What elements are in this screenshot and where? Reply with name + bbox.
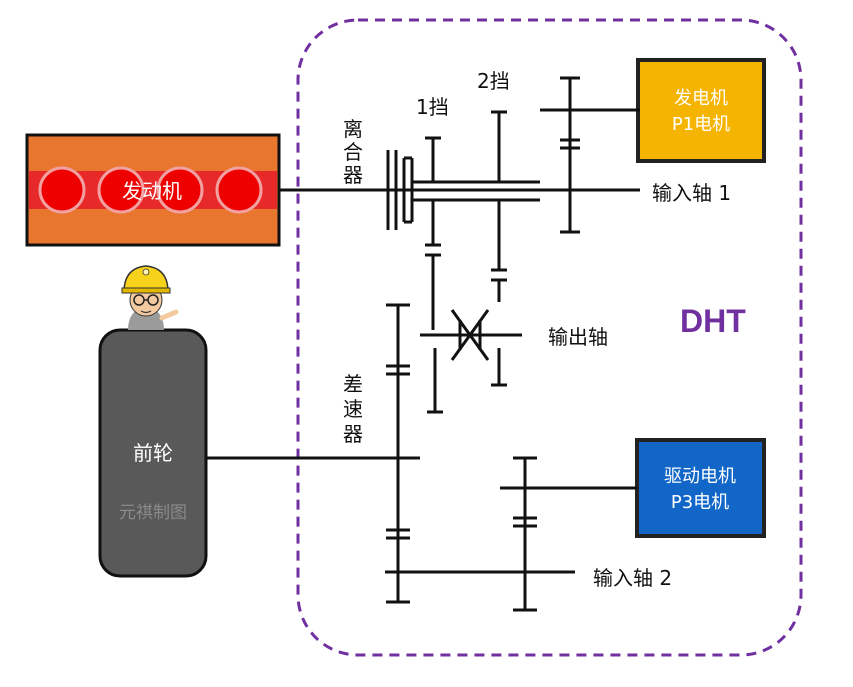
- powertrain-schematic: [206, 76, 640, 612]
- drive-motor-box: 驱动电机 P3电机: [635, 438, 766, 538]
- clutch-label-1: 离: [343, 117, 363, 141]
- generator-label-line1: 发电机: [674, 88, 728, 109]
- input-shaft-1-label: 输入轴 1: [652, 181, 731, 205]
- output-shaft-label: 输出轴: [548, 325, 608, 349]
- front-wheel-label: 前轮: [133, 441, 173, 465]
- front-wheel: 前轮 元祺制图: [98, 328, 208, 578]
- engine-label: 发动机: [122, 179, 182, 203]
- watermark: 元祺制图: [119, 503, 187, 523]
- differential-label-2: 速: [343, 397, 363, 421]
- cylinder-icon: [215, 166, 263, 214]
- clutch-label-3: 器: [343, 163, 363, 187]
- gear-1-label: 1挡: [416, 95, 449, 119]
- differential-label-1: 差: [343, 372, 363, 396]
- dht-boundary: [296, 18, 803, 657]
- generator-label-line2: P1电机: [672, 114, 730, 135]
- cylinder-icon: [156, 166, 204, 214]
- worker-with-hardhat-icon: [121, 265, 179, 330]
- cylinder-icon: [38, 166, 86, 214]
- clutch-label-2: 合: [343, 140, 363, 164]
- dht-label: DHT: [680, 303, 746, 339]
- drive-motor-label-line1: 驱动电机: [664, 466, 736, 487]
- input-shaft-2-label: 输入轴 2: [593, 566, 672, 590]
- cylinder-icon: [97, 166, 145, 214]
- drive-motor-label-line2: P3电机: [671, 492, 729, 513]
- engine: 发动机: [25, 133, 281, 247]
- gear-2-label: 2挡: [477, 69, 510, 93]
- generator-box: 发电机 P1电机: [636, 58, 766, 163]
- differential-label-3: 器: [343, 422, 363, 446]
